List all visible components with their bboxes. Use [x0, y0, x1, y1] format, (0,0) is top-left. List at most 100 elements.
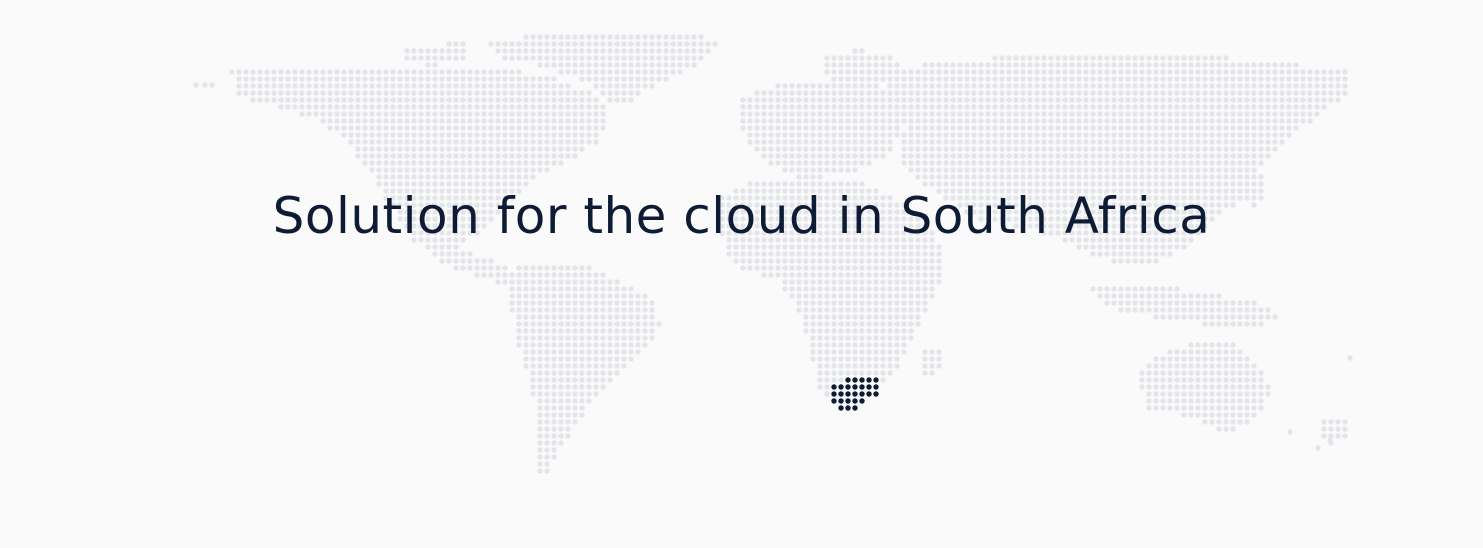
- map-dot: [1181, 83, 1187, 89]
- map-dot: [1090, 146, 1096, 152]
- map-dot: [1090, 132, 1096, 138]
- map-dot: [1237, 118, 1243, 124]
- map-dot: [817, 195, 823, 201]
- map-dot: [558, 293, 564, 299]
- map-dot: [831, 139, 837, 145]
- map-dot: [600, 279, 606, 285]
- map-dot: [705, 48, 711, 54]
- map-dot: [586, 62, 592, 68]
- map-dot: [1188, 167, 1194, 173]
- map-dot: [1069, 104, 1075, 110]
- map-dot: [1153, 363, 1159, 369]
- map-dot: [950, 76, 956, 82]
- map-dot: [1244, 167, 1250, 173]
- map-dot: [796, 174, 802, 180]
- map-dot: [922, 237, 928, 243]
- map-dot: [1048, 76, 1054, 82]
- map-dot: [397, 209, 403, 215]
- map-dot: [1153, 167, 1159, 173]
- map-dot: [859, 300, 865, 306]
- map-dot: [593, 118, 599, 124]
- map-dot: [530, 286, 536, 292]
- map-dot: [1153, 223, 1159, 229]
- map-dot: [1132, 188, 1138, 194]
- map-dot: [418, 48, 424, 54]
- map-dot: [810, 167, 816, 173]
- map-dot: [1055, 202, 1061, 208]
- map-dot: [1216, 83, 1222, 89]
- map-dot: [985, 97, 991, 103]
- map-dot: [999, 160, 1005, 166]
- map-dot: [1146, 377, 1152, 383]
- map-dot: [873, 237, 879, 243]
- map-dot: [516, 160, 522, 166]
- map-dot: [978, 104, 984, 110]
- map-dot: [551, 104, 557, 110]
- map-dot: [768, 209, 774, 215]
- map-dot: [929, 293, 935, 299]
- map-dot: [474, 139, 480, 145]
- map-dot: [880, 230, 886, 236]
- map-dot: [1132, 209, 1138, 215]
- map-dot: [901, 76, 907, 82]
- map-dot: [544, 160, 550, 166]
- map-dot: [950, 139, 956, 145]
- map-dot: [1188, 363, 1194, 369]
- map-dot: [278, 104, 284, 110]
- map-dot: [817, 307, 823, 313]
- map-dot: [1300, 76, 1306, 82]
- map-dot: [1160, 55, 1166, 61]
- map-dot: [432, 237, 438, 243]
- map-dot: [796, 244, 802, 250]
- map-dot: [1230, 391, 1236, 397]
- map-dot: [1132, 139, 1138, 145]
- map-dot: [551, 62, 557, 68]
- map-dot: [831, 314, 837, 320]
- map-dot: [1167, 202, 1173, 208]
- map-dot: [936, 125, 942, 131]
- map-dot: [985, 209, 991, 215]
- map-dot: [838, 342, 844, 348]
- map-dot: [544, 321, 550, 327]
- map-dot: [586, 132, 592, 138]
- map-dot: [362, 97, 368, 103]
- map-dot: [432, 153, 438, 159]
- map-dot: [1062, 97, 1068, 103]
- map-dot: [1251, 377, 1257, 383]
- map-dot: [565, 321, 571, 327]
- map-dot: [838, 167, 844, 173]
- map-dot: [845, 188, 851, 194]
- map-dot: [558, 48, 564, 54]
- map-dot: [936, 76, 942, 82]
- map-dot: [565, 307, 571, 313]
- map-dot: [1174, 146, 1180, 152]
- map-dot: [1188, 97, 1194, 103]
- map-dot: [425, 132, 431, 138]
- map-dot: [1146, 174, 1152, 180]
- map-dot: [593, 55, 599, 61]
- map-dot: [957, 153, 963, 159]
- map-dot: [537, 104, 543, 110]
- map-dot: [341, 132, 347, 138]
- map-dot: [1279, 97, 1285, 103]
- map-dot: [838, 76, 844, 82]
- map-dot: [824, 251, 830, 257]
- map-dot: [915, 153, 921, 159]
- map-dot: [544, 363, 550, 369]
- map-dot: [411, 160, 417, 166]
- map-dot: [593, 83, 599, 89]
- map-dot: [586, 279, 592, 285]
- map-dot: [1027, 76, 1033, 82]
- map-dot: [1055, 223, 1061, 229]
- highlight-dot: [859, 391, 865, 397]
- map-dot: [1076, 195, 1082, 201]
- map-dot: [446, 111, 452, 117]
- map-dot: [1153, 111, 1159, 117]
- map-dot: [831, 216, 837, 222]
- map-dot: [1174, 405, 1180, 411]
- map-dot: [418, 125, 424, 131]
- map-dot: [474, 90, 480, 96]
- map-dot: [747, 223, 753, 229]
- map-dot: [614, 363, 620, 369]
- map-dot: [460, 48, 466, 54]
